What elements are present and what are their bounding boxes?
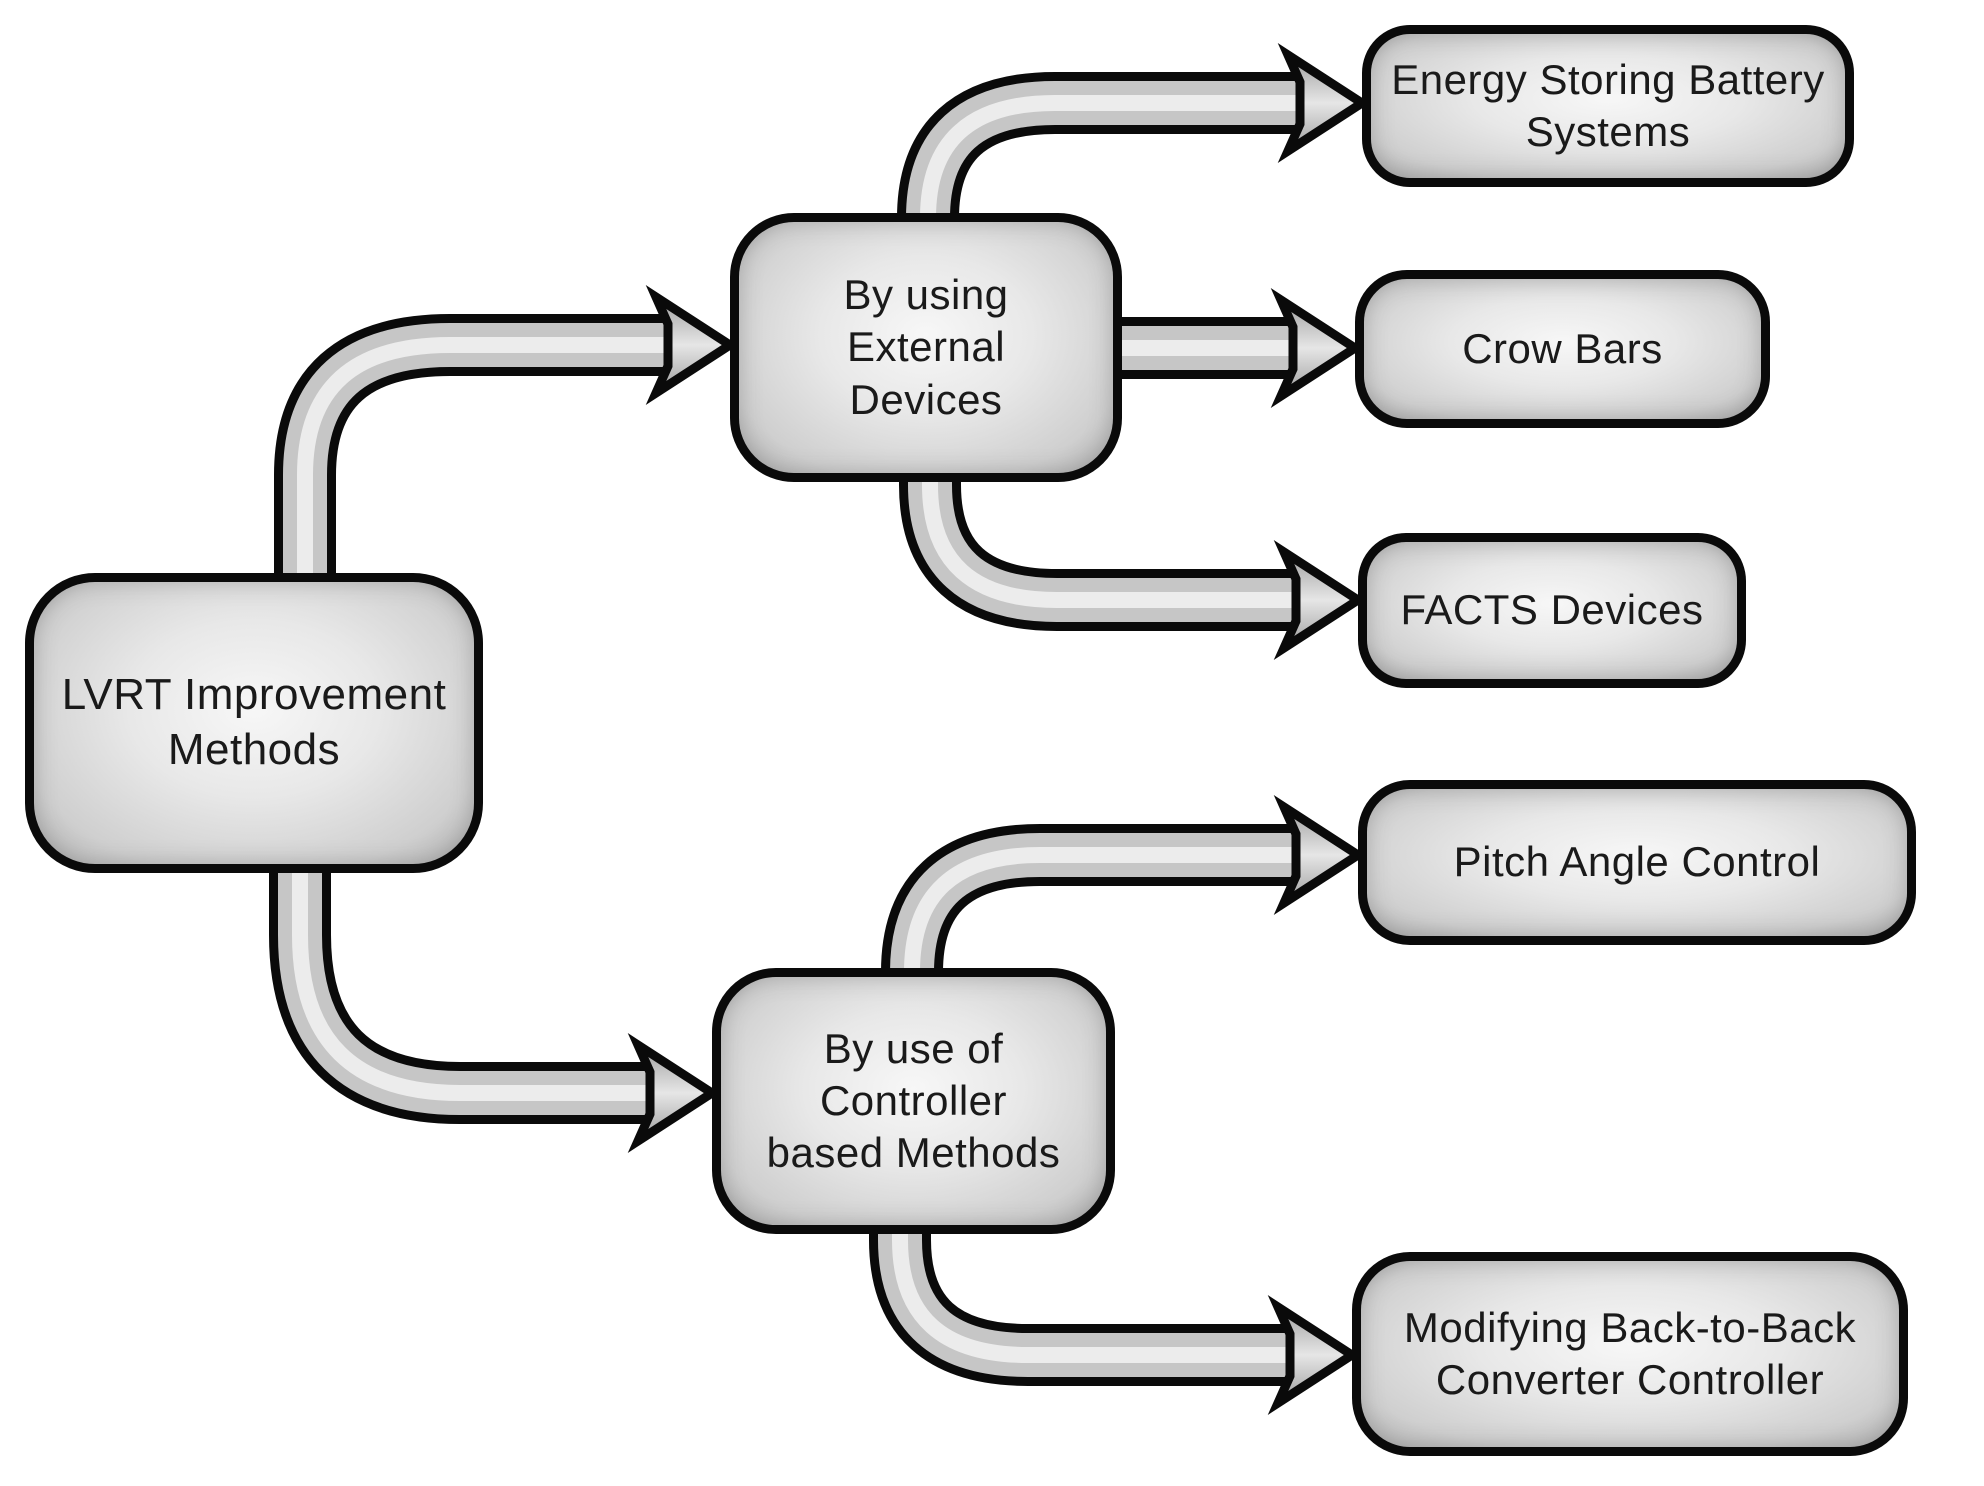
node-facts-devices: FACTS Devices [1358,533,1746,688]
node-crow-bars: Crow Bars [1355,270,1770,428]
node-label: LVRT Improvement Methods [61,670,447,774]
arrow-external-to-crow-bars [1090,287,1364,409]
arrow-root-to-controller-methods [269,850,721,1154]
arrow-controller-to-pitch [881,794,1367,1010]
node-lvrt-improvement-methods: LVRT Improvement Methods [25,573,483,873]
node-label: By using External Devices [843,271,1009,423]
arrow-controller-to-modifying [869,1190,1361,1416]
arrow-external-to-battery [897,42,1371,260]
node-label: Energy Storing Battery Systems [1391,55,1825,155]
node-energy-storing-battery-systems: Energy Storing Battery Systems [1362,25,1854,187]
node-label: By use of Controller based Methods [766,1024,1061,1177]
node-label: Modifying Back-to-Back Converter Control… [1403,1303,1857,1403]
arrow-root-to-external-devices [274,284,739,600]
node-modifying-back-to-back-converter-controller: Modifying Back-to-Back Converter Control… [1352,1252,1908,1456]
node-label: FACTS Devices [1400,586,1704,634]
node-pitch-angle-control: Pitch Angle Control [1358,780,1916,945]
arrow-external-to-facts [899,440,1367,661]
node-by-use-of-controller-based-methods: By use of Controller based Methods [712,968,1115,1234]
node-label: Crow Bars [1462,324,1663,372]
node-by-using-external-devices: By using External Devices [730,213,1122,482]
node-label: Pitch Angle Control [1453,838,1821,886]
